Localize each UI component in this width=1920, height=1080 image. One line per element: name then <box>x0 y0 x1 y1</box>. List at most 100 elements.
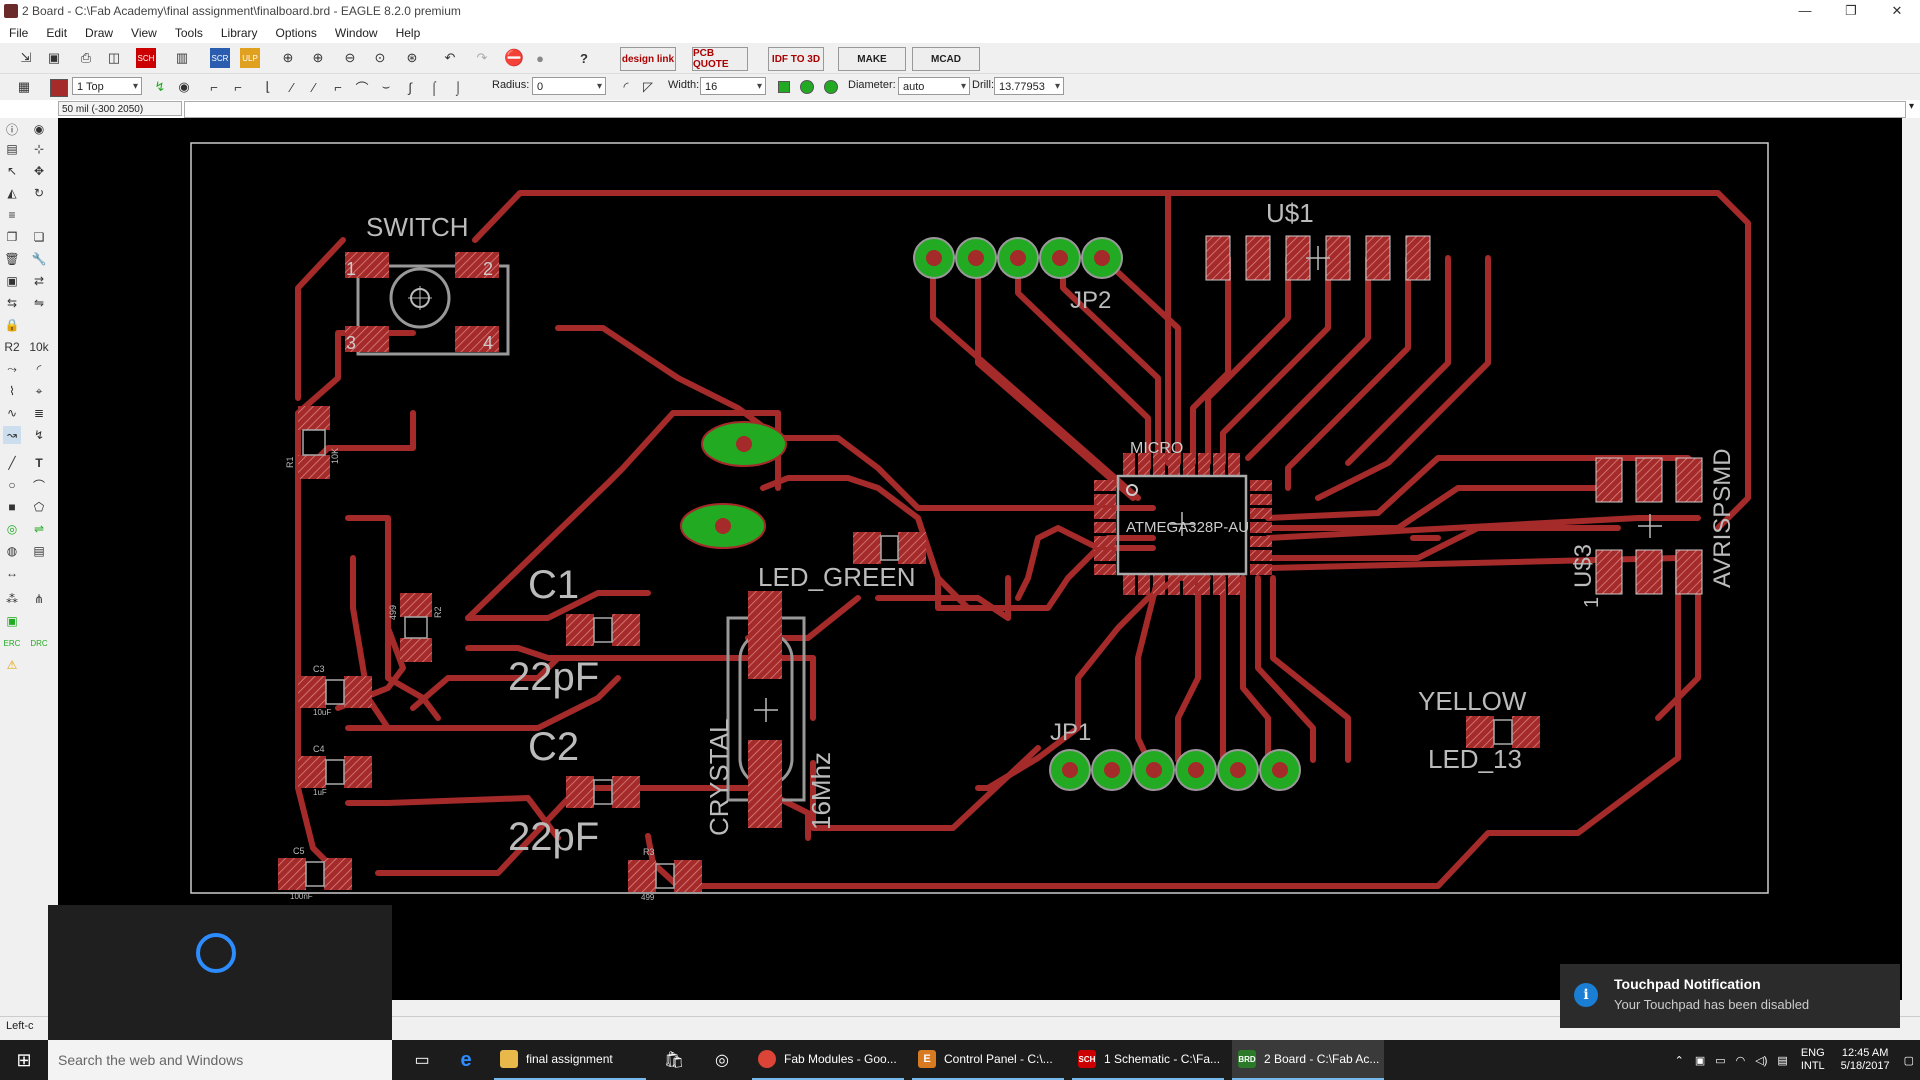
attribute-icon[interactable]: ▤ <box>33 544 45 558</box>
lock-icon[interactable]: 🔒 <box>4 318 20 332</box>
cortana-panel[interactable] <box>48 905 392 1040</box>
touchpad-notification[interactable]: i Touchpad Notification Your Touchpad ha… <box>1560 964 1900 1028</box>
info-icon[interactable]: ⓘ <box>5 122 18 137</box>
taskbar-item-chrome[interactable]: Fab Modules - Goo... <box>752 1040 904 1080</box>
bend-arc-icon[interactable]: ⌒ <box>355 80 369 96</box>
layer-select[interactable]: 1 Top <box>72 77 142 96</box>
change-icon[interactable]: ⇆ <box>6 296 18 310</box>
menu-options[interactable]: Options <box>275 25 317 40</box>
autorouter-icon[interactable]: ⋔ <box>33 592 45 606</box>
search-input[interactable]: Search the web and Windows <box>48 1040 392 1080</box>
undo-icon[interactable]: ↶ <box>444 50 456 65</box>
polygon-icon[interactable]: ⬠ <box>33 500 45 514</box>
redo-icon[interactable]: ↷ <box>476 50 488 65</box>
board-layers-icon[interactable]: ▥ <box>175 50 189 65</box>
zoom-redraw-icon[interactable]: ⊙ <box>374 50 386 65</box>
via-square-icon[interactable] <box>778 81 790 93</box>
board-canvas[interactable]: SWITCH 1 2 3 4 R1 10K 499 R2 C3 10uF C4 … <box>58 118 1920 1000</box>
menu-draw[interactable]: Draw <box>85 25 114 40</box>
pinswap-icon[interactable]: ⇋ <box>33 296 45 310</box>
smash-icon[interactable]: ⌖ <box>35 383 43 398</box>
open-icon[interactable]: ⇲ <box>20 50 32 65</box>
wrench-icon[interactable]: 🔧 <box>31 252 47 266</box>
route-tool-icon[interactable]: ↝ <box>3 426 21 444</box>
task-view-icon[interactable]: ▭ <box>414 1052 430 1069</box>
value-icon[interactable]: 10k <box>29 340 49 354</box>
replace-icon[interactable]: ⇄ <box>33 274 45 288</box>
miter-straight-icon[interactable]: ◸ <box>643 79 653 94</box>
line-icon[interactable]: ╱ <box>8 456 16 470</box>
language-indicator[interactable]: ENG INTL <box>1800 1047 1825 1072</box>
stop-icon[interactable]: ⛔ <box>504 50 524 67</box>
save-icon[interactable]: ▣ <box>47 50 61 65</box>
autoroute-icon[interactable]: ≣ <box>33 406 45 420</box>
via-round-icon[interactable] <box>800 80 814 94</box>
touchpad-tray-icon[interactable]: ▣ <box>1694 1054 1706 1067</box>
menu-window[interactable]: Window <box>334 25 378 40</box>
mcad-button[interactable]: MCAD <box>912 47 980 71</box>
erc-icon[interactable]: ERC <box>3 638 21 648</box>
split-icon[interactable]: ⤳ <box>7 361 17 376</box>
copy-icon[interactable]: ❐ <box>6 230 18 244</box>
circle-icon[interactable]: ○ <box>8 478 16 492</box>
move2-icon[interactable]: ✥ <box>33 164 45 178</box>
volume-icon[interactable]: ◁) <box>1755 1054 1768 1067</box>
close-button[interactable]: ✕ <box>1891 3 1903 18</box>
taskbar-item-folder[interactable]: final assignment <box>494 1040 646 1080</box>
make-button[interactable]: MAKE <box>838 47 906 71</box>
drill-select[interactable]: 13.77953 <box>994 77 1064 96</box>
maximize-button[interactable]: ❐ <box>1845 3 1857 18</box>
zoom-out-icon[interactable]: ⊖ <box>344 50 356 65</box>
drc-layer-icon[interactable]: ▣ <box>6 614 18 628</box>
width-select[interactable]: 16 <box>700 77 766 96</box>
rect-icon[interactable]: ■ <box>8 500 16 514</box>
notifications-icon[interactable]: ▢ <box>1903 1054 1914 1067</box>
via-icon[interactable]: ◎ <box>6 522 18 536</box>
pcb-quote-button[interactable]: PCB QUOTE <box>692 47 748 71</box>
taskbar-item-schematic[interactable]: SCH 1 Schematic - C:\Fa... <box>1072 1040 1224 1080</box>
battery-icon[interactable]: ▭ <box>1715 1054 1726 1067</box>
script-icon[interactable]: SCR <box>210 48 230 68</box>
bend-arc2-icon[interactable]: ⌣ <box>381 79 391 94</box>
mark-icon[interactable]: ⊹ <box>33 142 45 156</box>
idf-3d-button[interactable]: IDF TO 3D <box>768 47 824 71</box>
ripup-icon[interactable]: ◉ <box>178 79 190 94</box>
action-center-icon[interactable]: ▤ <box>1777 1054 1788 1067</box>
route-icon[interactable]: ↯ <box>154 79 166 94</box>
grid-icon[interactable]: ▦ <box>17 79 31 94</box>
edge-icon[interactable]: e <box>460 1048 472 1071</box>
wire-style-icon[interactable]: ⌐ <box>210 79 218 95</box>
minimize-button[interactable]: — <box>1798 3 1812 18</box>
miter-round-icon[interactable]: ◜ <box>623 79 629 94</box>
menu-file[interactable]: File <box>9 25 29 40</box>
bend-90-icon[interactable]: ⌊ <box>265 79 271 94</box>
warning-icon[interactable]: ⚠ <box>6 658 18 672</box>
menu-tools[interactable]: Tools <box>174 25 203 40</box>
print-icon[interactable]: ⎙ <box>80 50 92 65</box>
bend-free-icon[interactable]: ⌠ <box>430 79 438 95</box>
optimize-icon[interactable]: ⌇ <box>9 384 15 398</box>
add-icon[interactable]: ▣ <box>6 274 18 288</box>
ratsnest-icon[interactable]: ⁂ <box>6 592 18 606</box>
move-icon[interactable]: ↖ <box>6 164 18 178</box>
menu-edit[interactable]: Edit <box>46 25 68 40</box>
delete-icon[interactable]: 🗑 <box>4 252 20 266</box>
help-icon[interactable]: ? <box>580 50 588 66</box>
taskbar-item-control-panel[interactable]: E Control Panel - C:\... <box>912 1040 1064 1080</box>
right-scroll-area[interactable] <box>1902 118 1920 1000</box>
zoom-in-icon[interactable]: ⊕ <box>312 50 324 65</box>
arc-icon[interactable]: ⌒ <box>32 478 45 493</box>
menu-view[interactable]: View <box>131 25 157 40</box>
command-dropdown-icon[interactable]: ▾ <box>1908 101 1914 112</box>
steam-icon[interactable]: ◎ <box>715 1052 729 1069</box>
store-icon[interactable]: 🛍 <box>663 1052 685 1069</box>
rotate-icon[interactable]: ↻ <box>33 186 45 200</box>
cam-icon[interactable]: ◫ <box>107 50 121 65</box>
bend-free2-icon[interactable]: ⌡ <box>454 79 462 95</box>
display-icon[interactable]: ▤ <box>6 142 18 156</box>
dimension-icon[interactable]: ↔ <box>6 566 18 580</box>
show-icon[interactable]: ◉ <box>33 122 45 136</box>
clock[interactable]: 12:45 AM 5/18/2017 <box>1840 1047 1890 1072</box>
menu-help[interactable]: Help <box>395 25 421 40</box>
schematic-icon[interactable]: SCH <box>136 48 156 68</box>
